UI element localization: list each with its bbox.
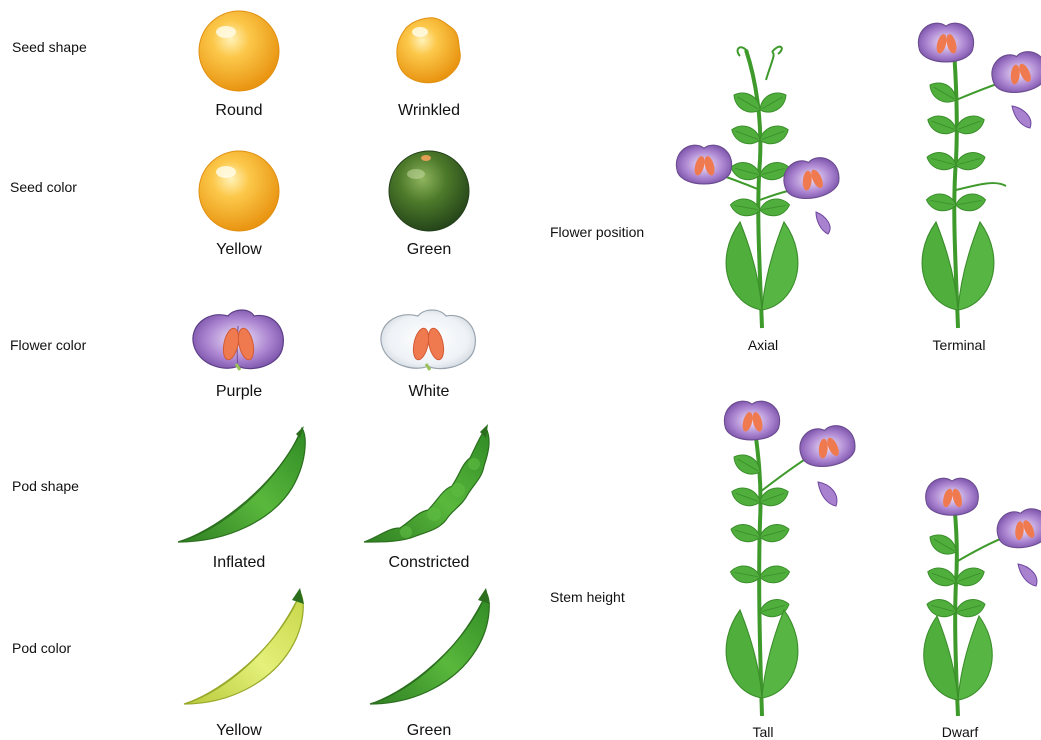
constricted-pod-icon [358, 424, 498, 548]
option-position-axial: Axial [693, 337, 833, 353]
purple-flower-icon [188, 306, 288, 376]
option-height-tall: Tall [693, 724, 833, 740]
trait-label-pod-shape: Pod shape [12, 478, 79, 494]
option-flower-purple: Purple [169, 383, 309, 401]
white-flower-icon [376, 306, 482, 376]
tall-plant-icon [690, 402, 860, 718]
yellow-seed-icon [196, 148, 282, 234]
trait-label-seed-color: Seed color [10, 179, 77, 195]
wrinkled-seed-icon [390, 12, 466, 88]
option-position-terminal: Terminal [889, 337, 1029, 353]
trait-label-seed-shape: Seed shape [12, 39, 87, 55]
trait-label-pod-color: Pod color [12, 640, 71, 656]
dwarf-plant-icon [890, 482, 1041, 718]
trait-label-flower-position: Flower position [550, 224, 644, 240]
option-pod-yellow: Yellow [169, 722, 309, 740]
option-flower-white: White [359, 383, 499, 401]
trait-label-stem-height: Stem height [550, 589, 625, 605]
option-seed-yellow: Yellow [169, 241, 309, 259]
round-seed-icon [196, 8, 282, 94]
green-pod-icon [366, 588, 496, 710]
axial-plant-icon [676, 40, 846, 330]
option-seed-green: Green [359, 241, 499, 259]
option-round: Round [169, 102, 309, 120]
terminal-plant-icon [880, 20, 1041, 330]
green-seed-icon [386, 148, 472, 234]
trait-label-flower-color: Flower color [10, 337, 86, 353]
option-height-dwarf: Dwarf [890, 724, 1030, 740]
option-wrinkled: Wrinkled [359, 102, 499, 120]
inflated-pod-icon [172, 424, 312, 548]
option-pod-green: Green [359, 722, 499, 740]
option-pod-inflated: Inflated [169, 554, 309, 572]
yellow-pod-icon [180, 588, 310, 710]
option-pod-constricted: Constricted [359, 554, 499, 572]
